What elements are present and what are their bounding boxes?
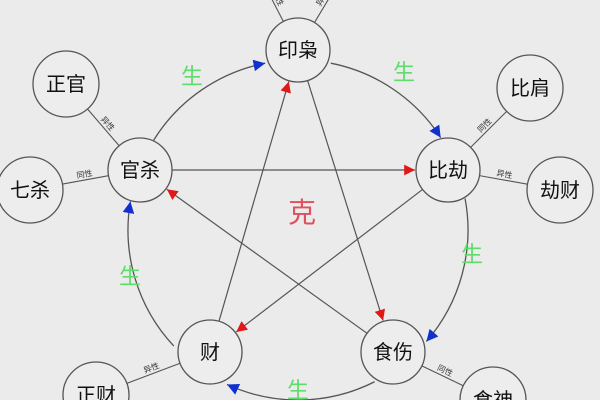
sub-link — [479, 175, 528, 185]
main-node-cai — [177, 319, 243, 385]
sheng-label: 生 — [287, 379, 309, 400]
sub-link-label: 同性 — [270, 0, 286, 7]
sub-node-circle — [526, 156, 594, 224]
sub-node-circle — [496, 54, 564, 122]
sub-link — [313, 0, 329, 23]
ke-line — [218, 81, 291, 322]
sub-link-label: 异性 — [496, 168, 514, 181]
sub-link-label: 异性 — [314, 0, 331, 8]
sub-node-circle — [62, 361, 130, 400]
sheng-label: 生 — [461, 243, 483, 268]
sheng-label: 生 — [393, 61, 415, 86]
sub-node-circle — [0, 156, 64, 224]
sub-node-label: 劫财 — [540, 178, 580, 202]
ke-star-lines — [166, 80, 423, 334]
sub-link-label: 同性 — [76, 168, 94, 181]
main-node-label: 食伤 — [373, 340, 413, 364]
sub-node-label: 比肩 — [510, 76, 550, 100]
sub-link — [62, 175, 109, 185]
sub-link-label: 同性 — [475, 116, 493, 134]
sub-node-label: 正官 — [46, 72, 86, 96]
ke-line — [166, 188, 368, 334]
main-node-shishang — [360, 319, 426, 385]
sub-link — [470, 110, 508, 148]
ke-line — [235, 188, 423, 333]
sub-node-label: 七杀 — [10, 178, 50, 202]
main-node-label: 官杀 — [120, 158, 160, 182]
main-node-yinxiao — [265, 17, 331, 83]
sub-link-label: 异性 — [99, 114, 117, 133]
sub-node-circle — [32, 50, 100, 118]
sub-node-links: 异性同性同性异性异性同性同性异性 — [62, 0, 528, 387]
sheng-arc — [425, 198, 469, 342]
sub-link — [126, 362, 181, 384]
sub-node-label: 正财 — [76, 383, 116, 400]
sub-link-label: 同性 — [436, 362, 455, 378]
sheng-label: 生 — [119, 265, 141, 290]
relation-labels: 生生生生生克 — [119, 61, 483, 400]
sub-link — [421, 365, 464, 387]
ke-line — [307, 80, 386, 321]
ke-label: 克 — [288, 196, 316, 229]
sub-node-label: 食神 — [473, 388, 513, 400]
sub-node-circle — [459, 366, 527, 400]
sheng-arc — [330, 62, 442, 138]
sheng-arc — [122, 201, 175, 347]
sub-link-label: 异性 — [142, 360, 160, 375]
sheng-arc — [153, 59, 266, 141]
sub-link — [87, 108, 120, 147]
main-node-label: 财 — [200, 340, 220, 364]
sub-link — [271, 0, 284, 22]
main-node-guansha — [107, 137, 173, 203]
main-node-label: 比劫 — [428, 158, 468, 182]
main-node-label: 印枭 — [278, 38, 318, 62]
sheng-label: 生 — [181, 65, 203, 90]
main-node-bijie — [415, 137, 481, 203]
